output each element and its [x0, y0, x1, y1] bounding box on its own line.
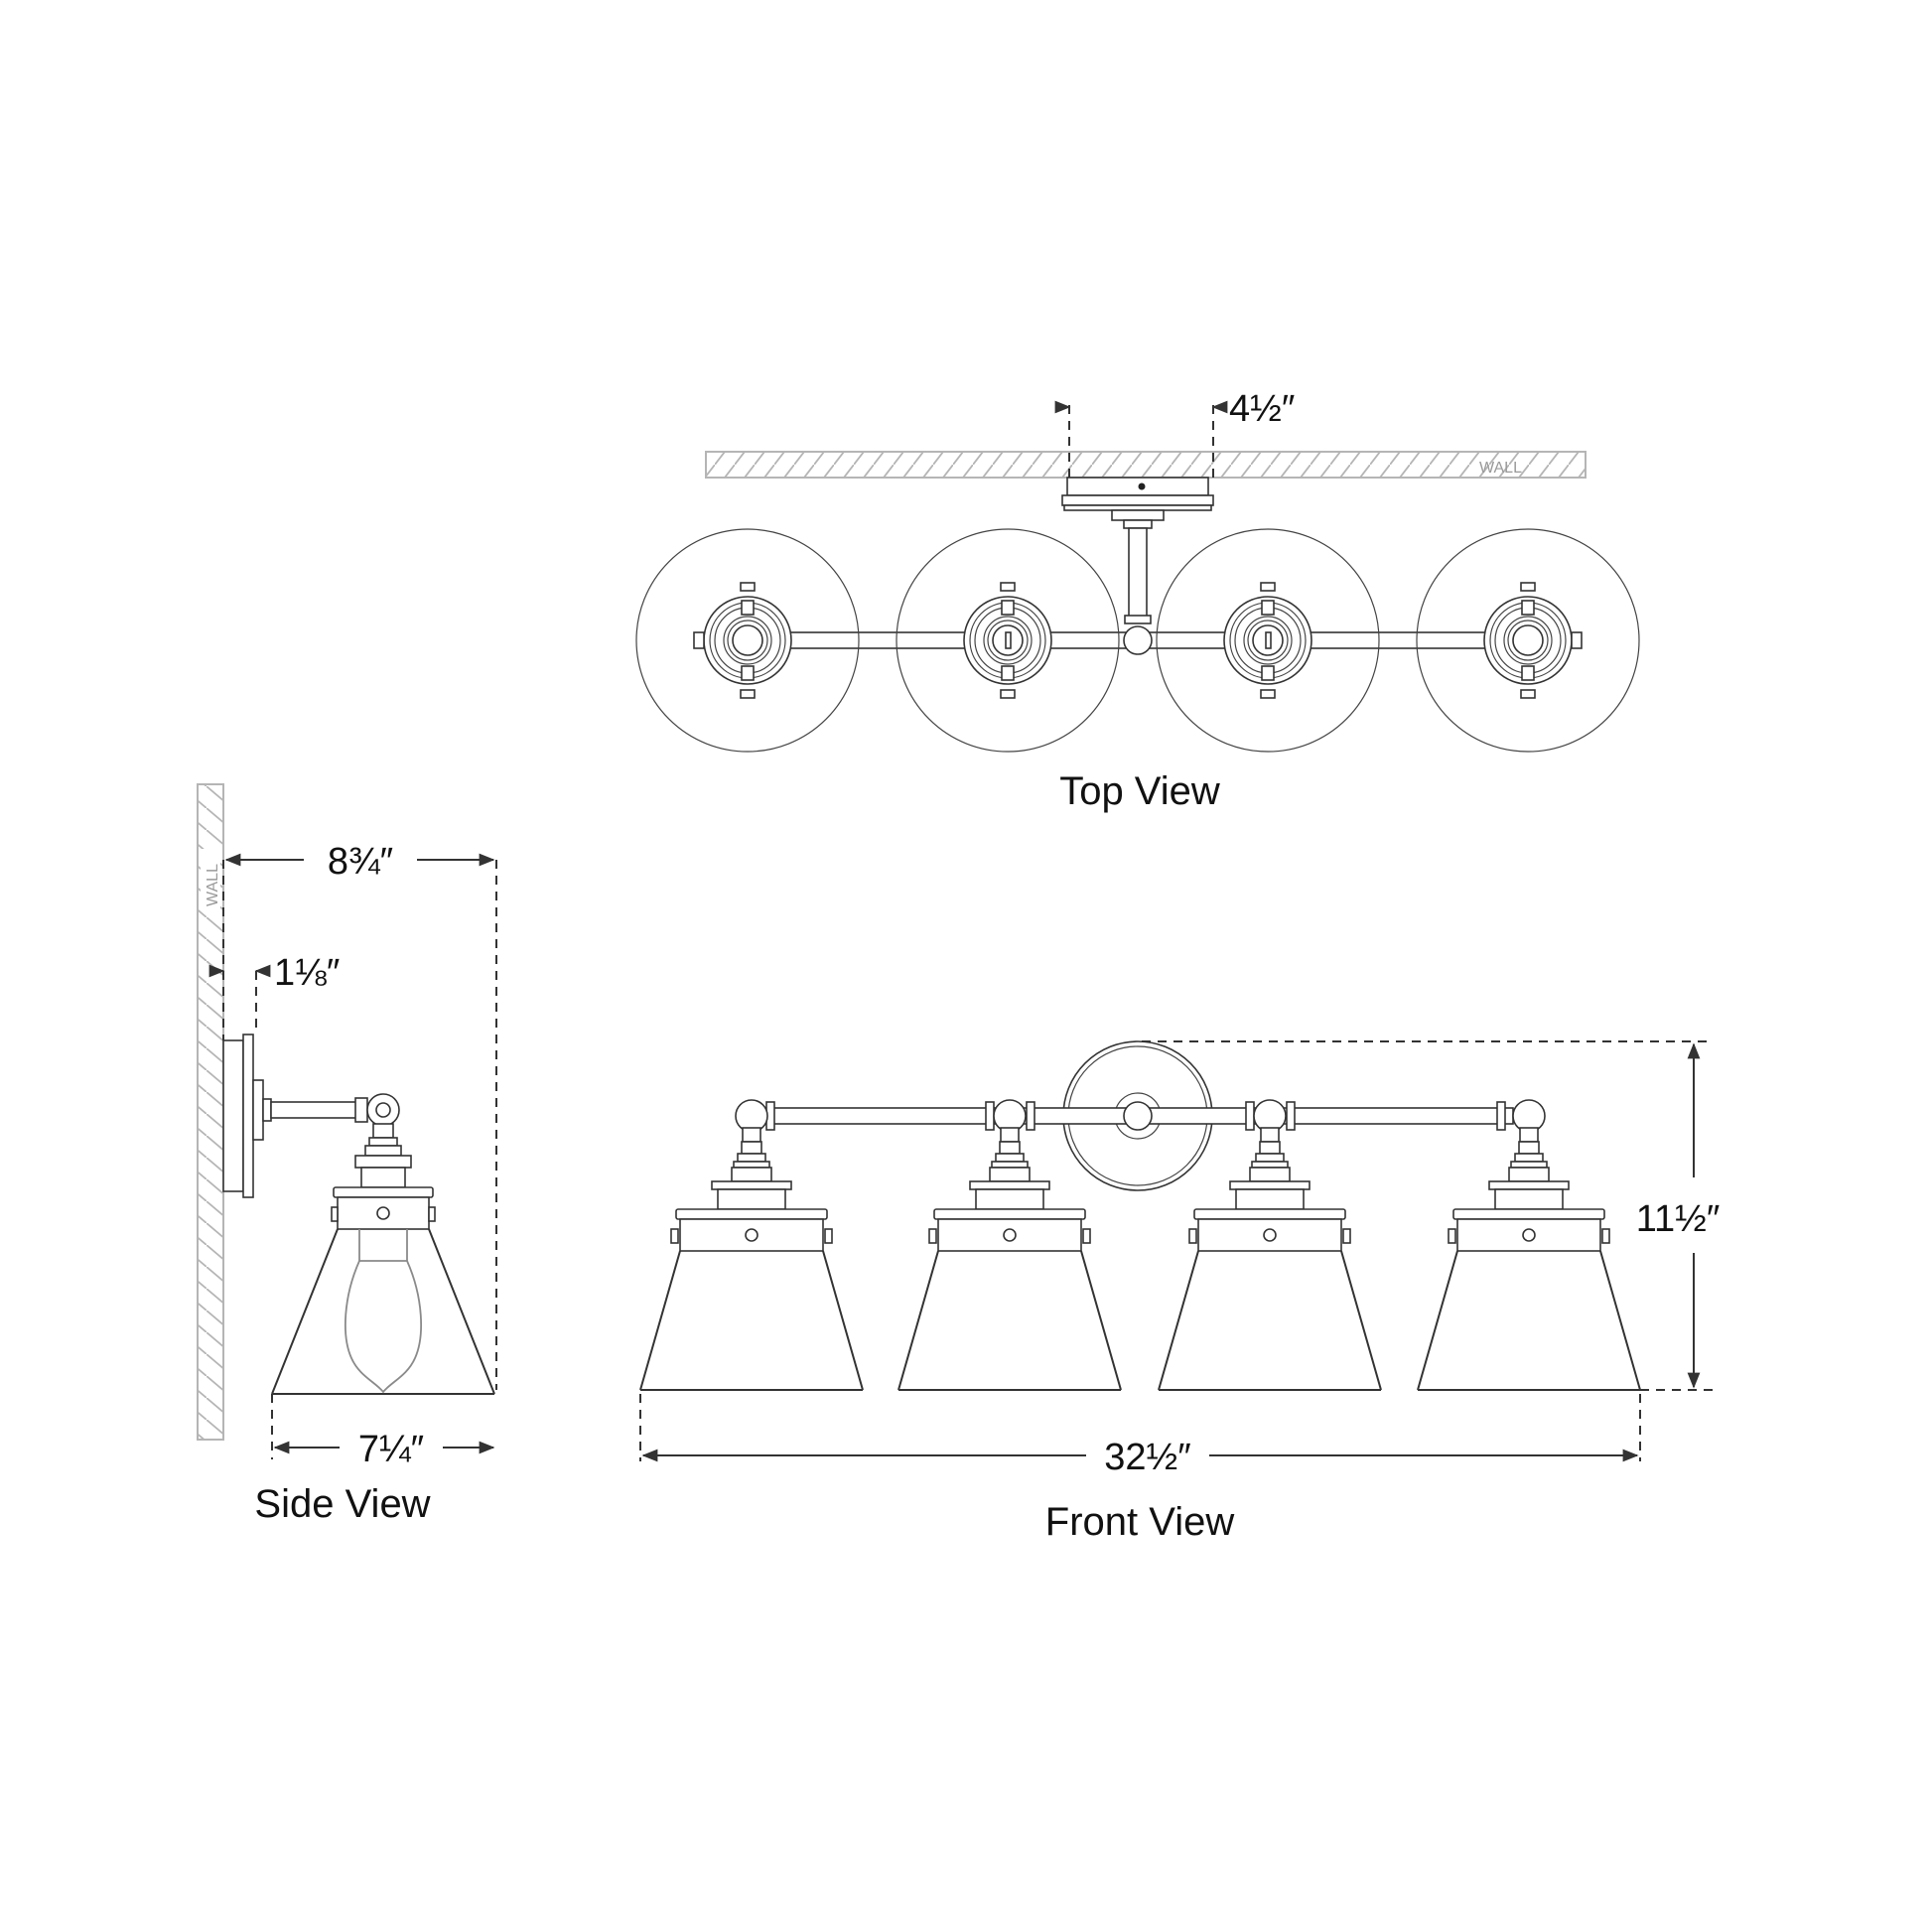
- shade-top-4: [1416, 528, 1640, 753]
- top-view: WALL 4½″ Top View: [635, 388, 1640, 813]
- wall-label-side: WALL: [205, 864, 221, 906]
- dimension-backplate-depth-side: 1⅛″: [274, 952, 340, 994]
- side-view-title: Side View: [254, 1482, 430, 1526]
- dimension-overall-width: 32½″: [1104, 1437, 1190, 1478]
- dimension-backplate-depth-top: 4½″: [1229, 388, 1295, 430]
- lamp-front-1: [639, 1141, 864, 1391]
- arm-side: [270, 1101, 361, 1119]
- front-view: 11½″ 32½″ Front View: [639, 1040, 1721, 1544]
- bulb: [345, 1260, 422, 1394]
- wall-strip-top: [705, 451, 1587, 479]
- dimension-extension: 8¾″: [328, 841, 393, 883]
- top-view-title: Top View: [1059, 769, 1220, 813]
- lamp-front-2: [897, 1141, 1122, 1391]
- backplate-side: [222, 1039, 244, 1192]
- shade-top-1: [635, 528, 860, 753]
- lamp-front-4: [1417, 1141, 1641, 1391]
- backplate-top: [1066, 477, 1209, 496]
- front-view-title: Front View: [1045, 1500, 1235, 1544]
- wall-label-top: WALL: [1479, 460, 1522, 477]
- lamp-front-3: [1158, 1141, 1382, 1391]
- side-view: WALL 8¾″: [197, 783, 497, 1526]
- dimension-overall-height: 11½″: [1636, 1198, 1721, 1240]
- dimension-shade-width: 7¼″: [358, 1429, 424, 1470]
- center-hub-top: [1123, 625, 1153, 655]
